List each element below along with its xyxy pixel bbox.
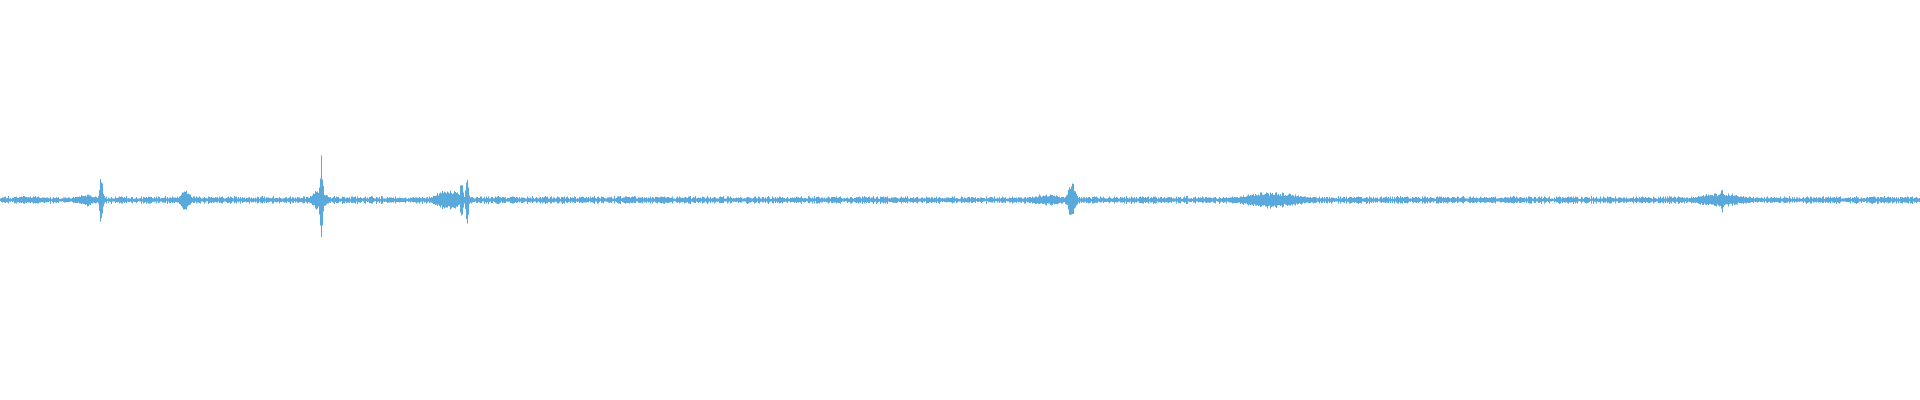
waveform-series [0, 155, 1920, 238]
